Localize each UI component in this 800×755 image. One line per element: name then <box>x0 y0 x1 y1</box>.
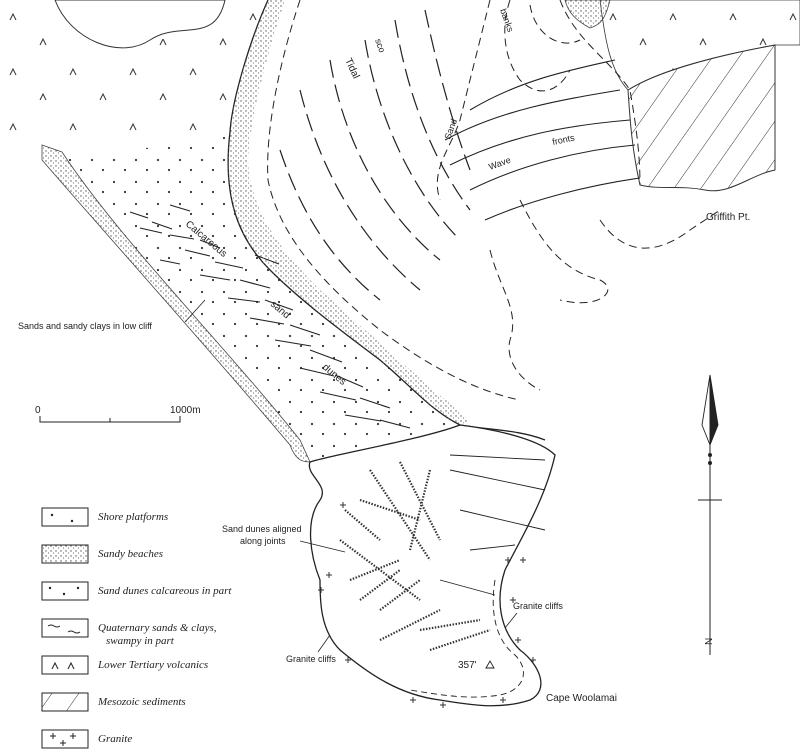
label-griffith: Griffith Pt. <box>706 212 750 223</box>
legend-swatch <box>41 618 89 638</box>
sand-banks <box>436 0 721 391</box>
cliff-edge <box>409 579 524 698</box>
tidal-flat-edge <box>267 0 521 401</box>
scale-end: 1000m <box>170 405 201 416</box>
dune-ridges <box>129 204 411 429</box>
legend-label: Mesozoic sediments <box>97 696 186 708</box>
legend-label: Lower Tertiary volcanics <box>97 659 208 671</box>
legend-label-line2: swampy in part <box>106 635 175 647</box>
leader-dunes-joints <box>299 540 346 553</box>
joint-dunes <box>339 461 491 652</box>
volcanics-area <box>0 0 268 150</box>
label-sand-banks-2: banks <box>498 7 516 33</box>
label-dunes-joints-2: along joints <box>240 536 286 546</box>
legend-item: Sandy beaches <box>41 544 163 564</box>
scale-start: 0 <box>35 405 41 416</box>
legend-swatch <box>41 544 89 564</box>
label-tidal: Tidal <box>342 57 361 81</box>
label-fronts: fronts <box>551 132 576 147</box>
legend-item: Shore platforms <box>41 507 168 527</box>
wave-fronts <box>444 59 641 221</box>
legend-swatch <box>41 581 89 601</box>
north-label: N <box>704 638 715 645</box>
legend-label: Sandy beaches <box>98 548 163 560</box>
label-low-cliff: Sands and sandy clays in low cliff <box>18 321 152 331</box>
label-granite-cliffs-right: Granite cliffs <box>513 601 563 611</box>
granite-crosses <box>318 502 536 708</box>
scale-bar: 0 1000m <box>35 405 201 423</box>
legend-label: Sand dunes calcareous in part <box>98 585 232 597</box>
legend-label: Granite <box>98 733 132 745</box>
legend-item: Mesozoic sediments <box>41 692 186 712</box>
legend-item: Granite <box>41 729 132 749</box>
leader-granite-right <box>504 612 518 629</box>
label-sco: sco <box>373 37 387 54</box>
leader-low-cliff <box>184 299 206 323</box>
legend-item: Quaternary sands & clays,swampy in part <box>41 618 217 647</box>
legend-item: Lower Tertiary volcanics <box>41 655 208 675</box>
legend-label: Quaternary sands & clays, <box>98 622 217 634</box>
inner-beach <box>228 0 470 425</box>
legend-swatch <box>41 729 89 749</box>
leader-granite-left <box>317 634 331 653</box>
joints <box>439 454 546 596</box>
north-arrow: N <box>698 374 722 655</box>
label-cape: Cape Woolamai <box>546 693 617 704</box>
north-beach <box>564 0 611 29</box>
volcanics-upland <box>54 0 226 49</box>
tidal-scours <box>279 9 471 301</box>
label-granite-cliffs-left: Granite cliffs <box>286 654 336 664</box>
label-wave: Wave <box>487 155 512 172</box>
legend-item: Sand dunes calcareous in part <box>41 581 232 601</box>
label-dunes-joints-1: Sand dunes aligned <box>222 524 302 534</box>
trig-point-icon <box>485 660 495 669</box>
dune-field <box>62 132 460 462</box>
legend-label: Shore platforms <box>98 511 168 523</box>
legend-swatch <box>41 692 89 712</box>
volcanics-right <box>599 0 800 91</box>
granite-headland <box>308 424 556 707</box>
legend-swatch <box>41 655 89 675</box>
legend-swatch <box>41 507 89 527</box>
label-height: 357' <box>458 660 477 671</box>
